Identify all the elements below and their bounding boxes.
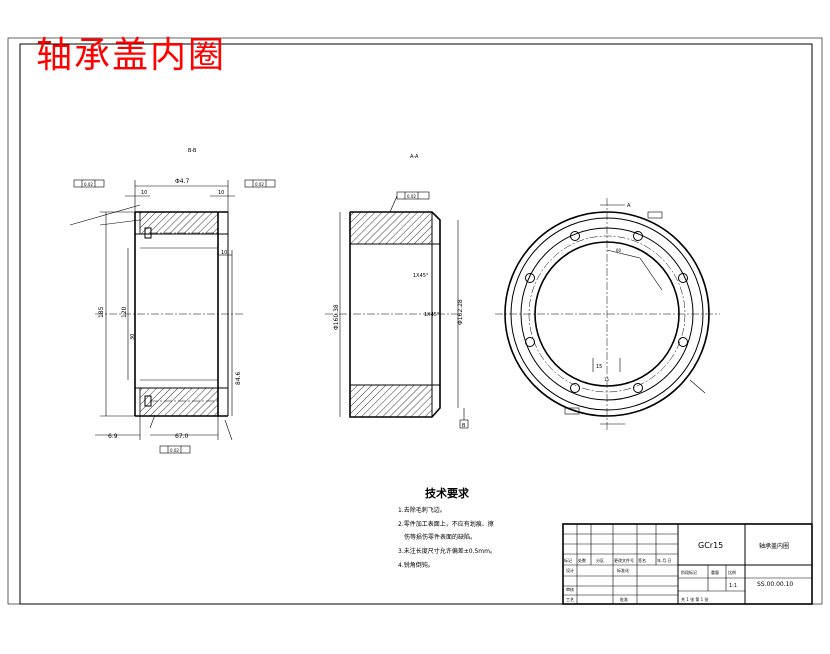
datum-b-label: B [462, 423, 466, 429]
tb-label-review: 审核 [566, 586, 574, 592]
drawing-title: 轴承盖内圈 [36, 35, 227, 76]
outer-border [7, 37, 823, 605]
left-bottom-hatch [139, 387, 219, 417]
tb-label-sign: 签名 [638, 557, 646, 563]
dim-left-right-84: 84.6 [235, 371, 242, 385]
tech-req-item-2: 2.零件加工表面上，不应有划痕、擦 [398, 520, 494, 528]
left-view-label: B-B [188, 148, 197, 154]
dim-left-inner-dia: 120 [121, 306, 128, 318]
right-circular-view: 15 60 15 A [495, 198, 720, 430]
datum-a-label: A [627, 203, 631, 209]
tb-scale: 1:1 [729, 583, 737, 589]
tb-label-standard: 标准化 [617, 567, 629, 573]
middle-section-view: A-A Φ160.38 Φ162.28 1X45° 1X45° 0.02 B [325, 154, 469, 429]
tol-value-2: 0.02 [255, 182, 264, 187]
dim-left-top-10a: 10 [141, 190, 147, 196]
left-top-hatch [139, 211, 219, 235]
tol-value-4: 0.02 [407, 194, 416, 199]
tech-req-item-5: 4.锐角倒钝。 [398, 561, 434, 569]
tb-material: GCr15 [698, 541, 723, 550]
dim-left-bottom-67: 67.0 [175, 433, 189, 440]
tol-value-3: 0.02 [170, 448, 179, 453]
tb-label-design: 设计 [566, 567, 574, 573]
left-tol-box-bottom [159, 445, 191, 454]
tb-label-count: 处数 [578, 557, 586, 563]
tb-label-process: 工艺 [566, 597, 574, 602]
technical-requirements: 技术要求 1.去除毛刺飞边。 2.零件加工表面上，不应有划痕、擦 伤等损伤零件表… [398, 486, 496, 569]
tb-sheet-info: 共 1 张 第 1 张 [681, 596, 708, 602]
mid-bottom-hatch [349, 384, 433, 418]
dim-left-side-10: 10 [221, 250, 227, 256]
dim-right-60: 60 [616, 248, 622, 253]
tech-req-item-4: 3.未注长度尺寸允许偏差±0.5mm。 [398, 547, 496, 555]
tb-drawing-no: SS.00.00.10 [757, 581, 793, 588]
tb-part-name: 轴承盖内圈 [759, 542, 789, 550]
tech-req-heading: 技术要求 [425, 486, 470, 500]
dim-mid-left-dia: Φ160.38 [333, 304, 340, 330]
tech-req-item-3: 伤等损伤零件表面的缺陷。 [404, 533, 476, 541]
dim-mid-chamfer-mid: 1X45° [424, 312, 440, 318]
mid-top-hatch [349, 211, 433, 245]
dim-mid-right-dia: Φ162.28 [457, 299, 464, 325]
tb-label-approve: 批准 [620, 596, 628, 602]
datum-b-box [459, 419, 469, 429]
tb-label-zone: 分区 [596, 557, 604, 563]
mid-view-label: A-A [410, 154, 419, 160]
left-tol-box-top-right [244, 179, 276, 188]
tb-label-mark: 标记 [564, 557, 572, 563]
tb-label-date: 年.月.日 [657, 557, 672, 563]
tol-value-1: 0.02 [84, 182, 93, 187]
dim-left-30: 30 [130, 334, 136, 340]
title-block: 标记 处数 分区 更改文件号 签名 年.月.日 设计 标准化 阶段标记 重量 比… [562, 523, 813, 605]
tb-label-stage: 阶段标记 [681, 569, 697, 575]
tb-label-change: 更改文件号 [614, 557, 634, 563]
dim-left-big-dia: 185 [98, 306, 105, 318]
dim-left-bottom-6: 6.9 [108, 433, 118, 440]
tb-label-scale: 比例 [728, 569, 736, 575]
tb-label-weight: 重量 [711, 569, 719, 575]
dim-right-15b: 15 [604, 377, 610, 382]
mid-tol-box [396, 191, 430, 200]
dim-right-15: 15 [596, 364, 602, 370]
inner-border [19, 43, 813, 605]
dim-left-top-10b: 10 [218, 190, 224, 196]
dim-mid-chamfer-top: 1X45° [413, 273, 429, 279]
left-tol-box-top-left [73, 179, 105, 188]
tech-req-item-1: 1.去除毛刺飞边。 [398, 506, 446, 514]
left-section-view: B-B 185 120 30 Φ4.7 [69, 148, 276, 454]
dim-left-top-dia: Φ4.7 [175, 178, 189, 185]
